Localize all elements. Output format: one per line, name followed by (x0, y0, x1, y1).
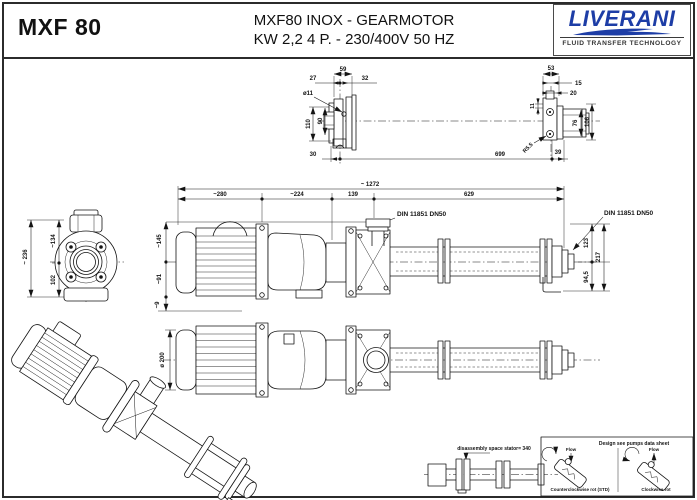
header-divider (4, 57, 693, 59)
title-block: MXF 80 MXF80 INOX - GEARMOTOR KW 2,2 4 P… (4, 4, 693, 57)
motor-body (195, 227, 257, 297)
dim-139: 139 (348, 192, 359, 198)
legend-title: Design see pumps data sheet (599, 441, 670, 447)
dim-217: 217 (596, 251, 602, 262)
dim-27: 27 (310, 76, 317, 82)
dim-32: 32 (362, 76, 369, 82)
dim-15: 15 (575, 81, 582, 87)
motor-end-cap (175, 231, 197, 294)
motor-fins (196, 235, 256, 291)
view-inlet-flange-section: 59 27 32 ø11 110 90 30 699 (303, 67, 600, 164)
cw-rotation-arrow-icon (622, 447, 640, 462)
dim-20: 20 (570, 91, 577, 97)
flow-label-right: Flow (649, 447, 660, 452)
hub (323, 111, 335, 130)
gearbox-top (267, 330, 327, 390)
dim-91: ~91 (157, 273, 163, 284)
dim-53: 53 (548, 66, 555, 72)
dim-110: 110 (306, 119, 312, 129)
flange-outer (54, 230, 118, 294)
shaft-bore (76, 252, 96, 272)
dim-134: ~134 (51, 234, 57, 248)
liverani-logo: LIVERANI FLUID TRANSFER TECHNOLOGY (553, 4, 691, 56)
view-flange-front: ~ 236 ~134 102 (23, 209, 124, 302)
logo-swoosh-icon (573, 28, 671, 36)
iso-outlet (243, 481, 257, 499)
dim-145: ~145 (157, 234, 163, 248)
gearbox-foot (295, 289, 323, 299)
title-line1: MXF80 INOX - GEARMOTOR (253, 12, 455, 29)
dim-699: 699 (495, 152, 506, 158)
pump-inlet-casing (325, 242, 347, 283)
rotation-legend: Design see pumps data sheet Flow Counter… (540, 436, 694, 497)
view-disassembly-detail: disassembly space stator= 340 (424, 446, 558, 494)
lantern-flange (345, 226, 357, 298)
dim-123: 123 (584, 237, 590, 248)
dim-236: ~ 236 (23, 249, 29, 265)
din-port-flange (365, 218, 391, 228)
inspection-hole (283, 333, 295, 345)
dim-102: 102 (51, 274, 57, 285)
dim-94-5: 94,5 (584, 271, 590, 283)
title-line2: KW 2,2 4 P. - 230/400V 50 HZ (253, 31, 455, 48)
dim-9: ~9 (155, 301, 161, 309)
dim-total-length: ~ 1272 (361, 182, 380, 188)
view-pump-side: ~ 1272 ~280 ~224 139 629 DIN 11851 DN50 … (155, 182, 654, 312)
gearbox (267, 232, 327, 291)
caption-counterclockwise: Counterclockwise rot (STD) (550, 487, 610, 492)
dim-106: 106 (585, 116, 591, 127)
dim-629: 629 (464, 192, 475, 198)
ccw-rotation-arrow-icon (541, 446, 559, 462)
model-label: MXF 80 (18, 14, 102, 40)
dim-200: ø 200 (160, 352, 166, 368)
dim-30: 30 (310, 152, 317, 158)
caption-clockwise: Clockwise rot (641, 487, 671, 492)
dim-59: 59 (340, 67, 347, 73)
logo-brand-text: LIVERANI (568, 6, 676, 31)
dim-39: 39 (555, 150, 562, 156)
dim-motor-length: ~280 (213, 192, 227, 198)
support-foot (542, 277, 561, 293)
flange-bolts (65, 241, 107, 283)
top-clamp (69, 214, 103, 233)
outlet-fitting (551, 245, 563, 278)
dim-76: 76 (573, 119, 579, 126)
view-outlet-bracket-section: 53 15 20 11 76 106 R5.5 (522, 66, 596, 156)
disassembly-note: disassembly space stator= 340 (457, 446, 531, 452)
din-label-right: DIN 11851 DN50 (604, 210, 654, 217)
dim-90: 90 (318, 117, 324, 124)
dim-11: 11 (530, 103, 536, 109)
bolt-hole (341, 111, 347, 117)
din-label-left: DIN 11851 DN50 (397, 211, 447, 218)
flow-label-left: Flow (566, 447, 577, 452)
dim-radius: R5.5 (522, 142, 534, 154)
technical-drawing-canvas: 59 27 32 ø11 110 90 30 699 (11, 66, 694, 500)
drawing-title: MXF80 INOX - GEARMOTOR KW 2,2 4 P. - 230… (174, 11, 534, 49)
dim-hole-diameter: ø11 (303, 91, 314, 97)
dim-gearbox-length: ~224 (290, 192, 304, 198)
view-pump-isometric (11, 321, 257, 500)
motor-flange (255, 223, 269, 300)
view-pump-top: ø 200 (160, 322, 600, 398)
pump-glyph-right (637, 461, 670, 491)
bottom-foot (63, 287, 109, 302)
logo-tagline: FLUID TRANSFER TECHNOLOGY (560, 37, 684, 47)
lifting-lug (212, 221, 248, 237)
pump-glyph-left (554, 458, 587, 488)
